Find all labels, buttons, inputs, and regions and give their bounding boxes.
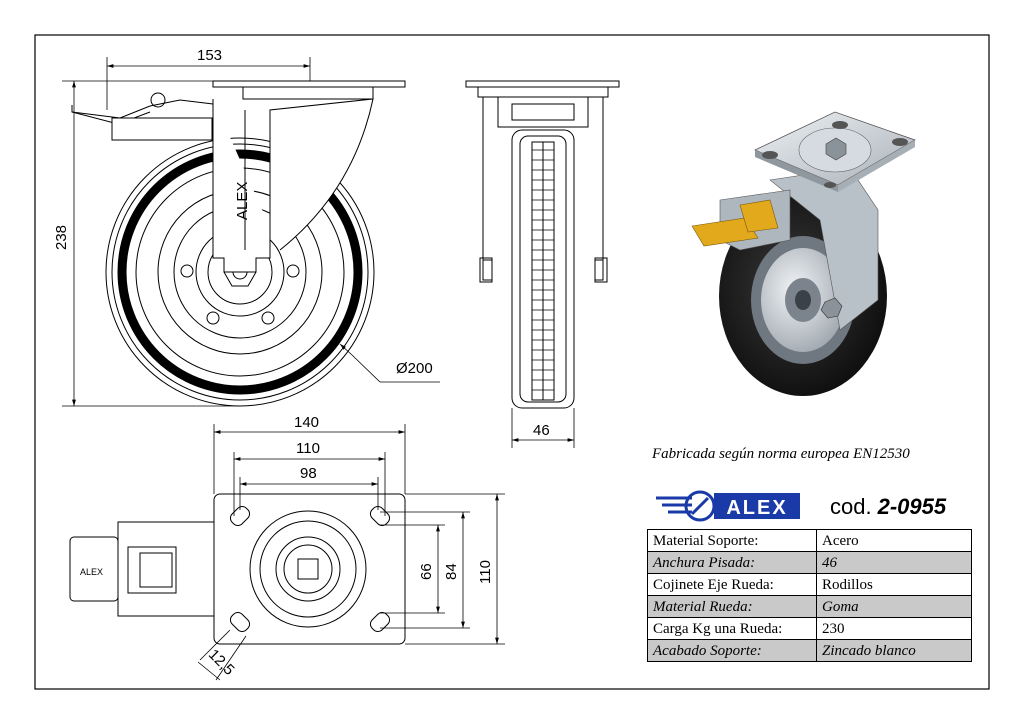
product-code: cod.2-0955 [830, 494, 946, 520]
dim-hole-spacing-x: 110 [296, 440, 320, 457]
spec-row: Cojinete Eje Rueda: Rodillos [647, 573, 972, 596]
spec-row: Acabado Soporte: Zincado blanco [647, 639, 972, 662]
dim-wheel-diameter: Ø200 [396, 360, 433, 377]
code-prefix: cod. [830, 494, 872, 519]
code-value: 2-0955 [877, 494, 947, 519]
front-view-dimensions [62, 57, 440, 407]
spec-value: 230 [816, 617, 972, 640]
side-view [465, 80, 620, 409]
dim-hole-spacing-y: 84 [443, 563, 460, 580]
spec-value: Goma [816, 595, 972, 618]
drawing-frame [34, 34, 990, 690]
spec-key: Material Rueda: [647, 595, 817, 618]
front-view [71, 80, 406, 407]
dim-inner-spacing-x: 98 [300, 465, 317, 482]
dim-plate-width: 140 [294, 414, 319, 431]
spec-key: Anchura Pisada: [647, 551, 817, 574]
spec-value: Zincado blanco [816, 639, 972, 662]
plate-logo-text: ALEX [80, 567, 103, 577]
top-view-dimensions [197, 424, 505, 681]
dim-hole-spacing-y-inner: 66 [418, 563, 435, 580]
spec-row: Carga Kg una Rueda: 230 [647, 617, 972, 640]
spec-key: Material Soporte: [647, 529, 817, 552]
side-view-dimensions [511, 408, 575, 448]
spec-value: Acero [816, 529, 972, 552]
spec-row: Material Soporte: Acero [647, 529, 972, 552]
top-view [69, 493, 406, 645]
caster-3d-illustration [691, 111, 916, 396]
spec-row: Anchura Pisada: 46 [647, 551, 972, 574]
spec-row: Material Rueda: Goma [647, 595, 972, 618]
dim-plate-height: 110 [477, 560, 494, 584]
dim-tread-width: 46 [533, 422, 550, 439]
spec-value: 46 [816, 551, 972, 574]
dim-slot-width: 12,5 [205, 646, 238, 679]
brand-name: ALEX [726, 497, 787, 519]
spec-key: Acabado Soporte: [647, 639, 817, 662]
spec-key: Cojinete Eje Rueda: [647, 573, 817, 596]
dim-height: 238 [53, 225, 70, 250]
spec-value: Rodillos [816, 573, 972, 596]
specs-table: Material Soporte: Acero Anchura Pisada: … [647, 529, 972, 662]
norma-text: Fabricada según norma europea EN12530 [652, 446, 910, 462]
dim-top-width: 153 [197, 47, 222, 64]
tread-pattern [532, 149, 554, 391]
spec-key: Carga Kg una Rueda: [647, 617, 817, 640]
fork-logo-text: ALEX [234, 182, 251, 220]
brand-logo: ALEX [652, 488, 802, 524]
